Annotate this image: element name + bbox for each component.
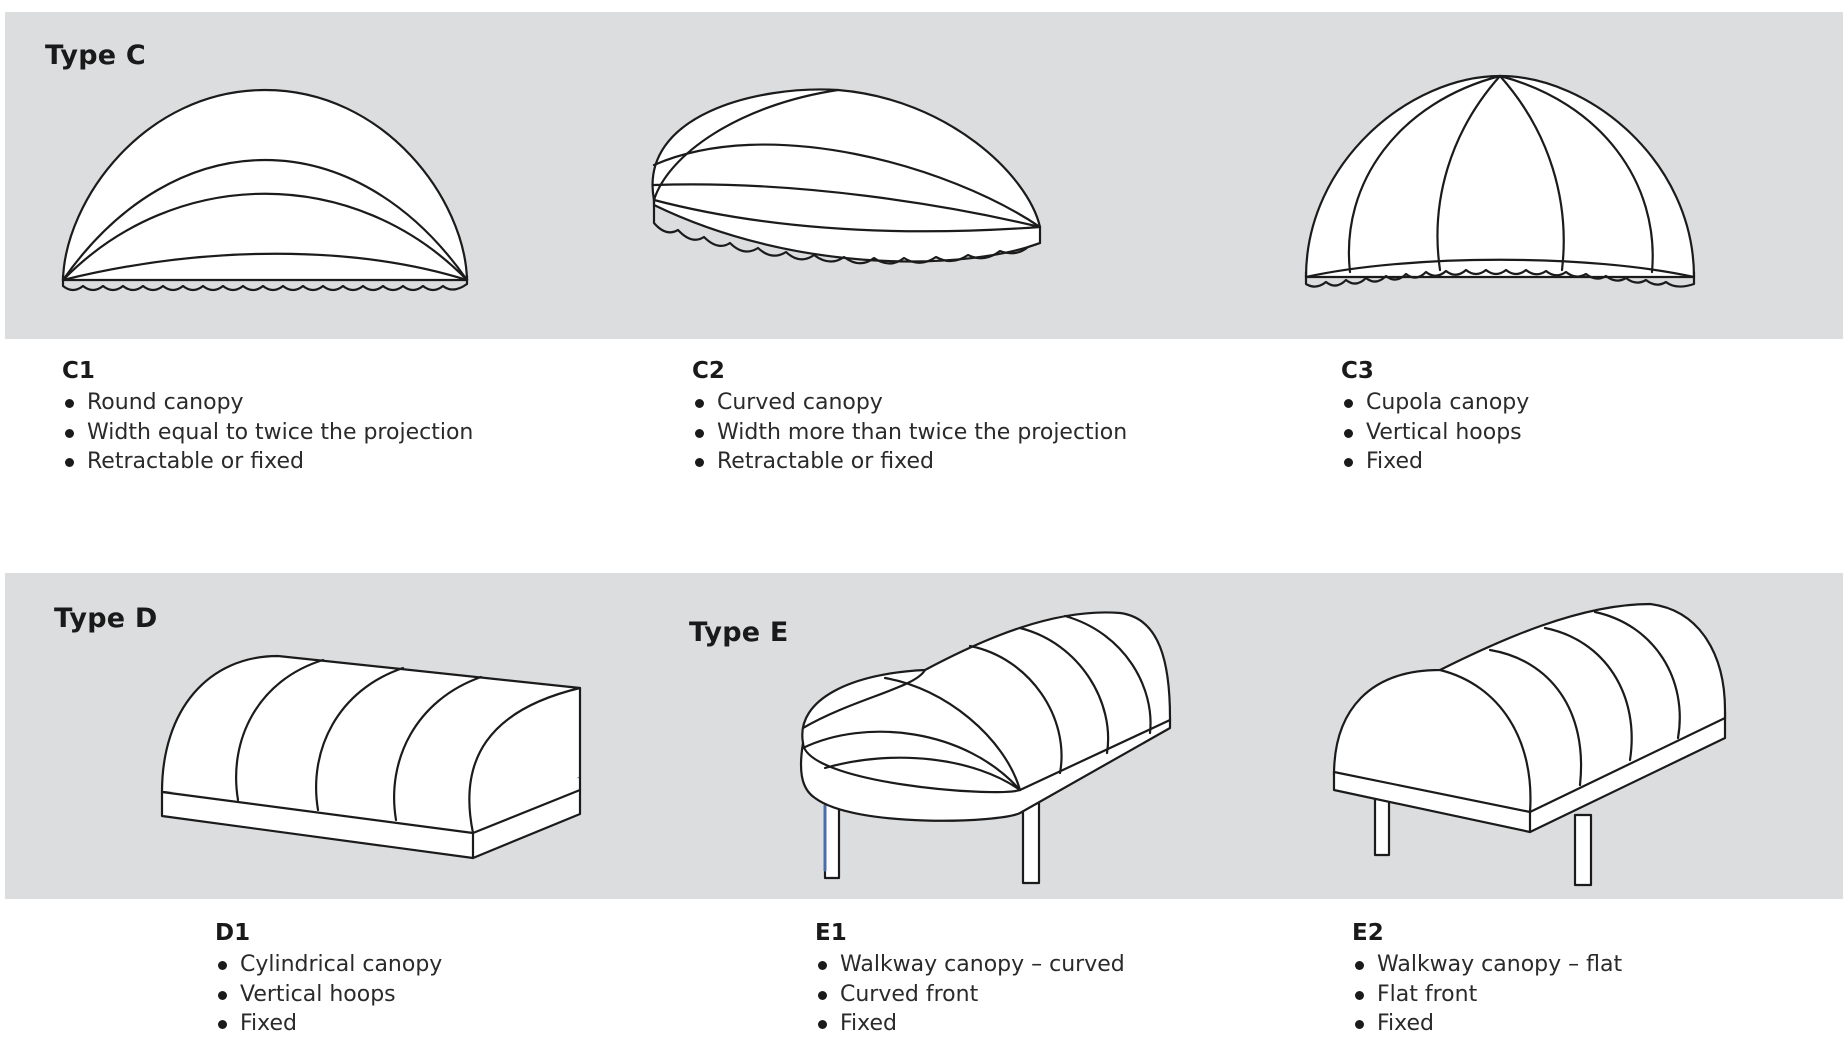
e1-front-rib <box>801 730 1022 792</box>
type-e-heading: Type E <box>689 617 789 648</box>
d1-base-edge <box>471 788 582 835</box>
d1-feature: Fixed <box>215 1009 442 1039</box>
d1-base-edge <box>160 790 475 835</box>
c3-feature: Cupola canopy <box>1341 388 1529 418</box>
e2-walkway-canopy-illustration <box>1332 602 1727 887</box>
e2-base-edge <box>1332 770 1532 814</box>
c2-curved-canopy-illustration <box>651 88 1042 265</box>
c3-hoop <box>1347 74 1502 274</box>
c3-valance <box>1304 268 1696 288</box>
e2-feature-list: Walkway canopy – flat Flat front Fixed <box>1352 950 1622 1039</box>
c1-round-canopy-illustration <box>61 88 469 292</box>
d1-hoop <box>393 675 483 822</box>
c3-caption: C3 Cupola canopy Vertical hoops Fixed <box>1341 358 1529 477</box>
e1-canopy-shell <box>799 611 1172 822</box>
e1-hoop <box>1063 614 1152 735</box>
d1-hoop <box>235 658 325 802</box>
c1-caption: C1 Round canopy Width equal to twice the… <box>62 358 473 477</box>
c2-canopy-shell <box>651 88 1042 263</box>
c2-hoop <box>652 143 1042 229</box>
c2-caption: C2 Curved canopy Width more than twice t… <box>692 358 1127 477</box>
c2-hoop <box>652 88 840 202</box>
e2-post <box>1373 793 1391 857</box>
e1-front-rib <box>823 756 1022 792</box>
c1-valance <box>61 274 469 292</box>
c1-hoop <box>61 158 469 282</box>
c1-hoop <box>61 192 469 282</box>
c1-code: C1 <box>62 358 95 384</box>
c2-feature: Curved canopy <box>692 388 1127 418</box>
c2-code: C2 <box>692 358 725 384</box>
c2-feature: Width more than twice the projection <box>692 418 1127 448</box>
e2-end-arc <box>1438 668 1532 814</box>
e1-base-edge <box>801 718 1172 794</box>
d1-feature-list: Cylindrical canopy Vertical hoops Fixed <box>215 950 442 1039</box>
d1-end-arc <box>468 686 582 835</box>
e2-feature: Walkway canopy – flat <box>1352 950 1622 980</box>
e1-feature: Fixed <box>815 1009 1125 1039</box>
e2-hoop <box>1488 648 1583 787</box>
d1-feature: Vertical hoops <box>215 980 442 1010</box>
c3-feature: Fixed <box>1341 447 1529 477</box>
d1-feature: Cylindrical canopy <box>215 950 442 980</box>
e1-hoop <box>1018 626 1110 755</box>
c3-cupola-canopy-illustration <box>1304 74 1696 288</box>
c3-hoop <box>1304 258 1696 279</box>
c2-hoop <box>652 198 1042 233</box>
e2-code: E2 <box>1352 920 1384 946</box>
e2-hoop <box>1543 626 1633 762</box>
e1-caption: E1 Walkway canopy – curved Curved front … <box>815 920 1125 1039</box>
type-c-heading: Type C <box>45 40 146 71</box>
c3-feature-list: Cupola canopy Vertical hoops Fixed <box>1341 388 1529 477</box>
c1-canopy-shell <box>61 88 469 282</box>
d1-code: D1 <box>215 920 251 946</box>
e2-feature: Flat front <box>1352 980 1622 1010</box>
d1-base-frame <box>160 776 582 860</box>
c3-hoop <box>1498 74 1654 274</box>
e2-caption: E2 Walkway canopy – flat Flat front Fixe… <box>1352 920 1622 1039</box>
c1-feature: Width equal to twice the projection <box>62 418 473 448</box>
e1-front-rib <box>883 676 1022 792</box>
c3-feature: Vertical hoops <box>1341 418 1529 448</box>
c2-feature-list: Curved canopy Width more than twice the … <box>692 388 1127 477</box>
d1-caption: D1 Cylindrical canopy Vertical hoops Fix… <box>215 920 442 1039</box>
type-d-heading: Type D <box>54 603 158 634</box>
c1-feature-list: Round canopy Width equal to twice the pr… <box>62 388 473 477</box>
e1-hoop <box>968 644 1063 775</box>
d1-cylindrical-canopy-illustration <box>160 654 582 860</box>
c3-hoop <box>1498 74 1565 272</box>
e2-base-edge <box>1528 716 1727 814</box>
e2-feature: Fixed <box>1352 1009 1622 1039</box>
d1-hoop <box>315 666 405 812</box>
e1-feature-list: Walkway canopy – curved Curved front Fix… <box>815 950 1125 1039</box>
c1-feature: Round canopy <box>62 388 473 418</box>
e2-hoop <box>1593 610 1681 740</box>
e1-front-rib <box>801 668 927 730</box>
c2-hoop <box>652 183 1042 229</box>
c1-hoop <box>61 252 469 282</box>
e2-post <box>1573 813 1593 887</box>
c2-valance <box>652 195 1042 265</box>
e1-feature: Walkway canopy – curved <box>815 950 1125 980</box>
e1-walkway-canopy-illustration <box>799 611 1172 885</box>
c3-canopy-shell <box>1304 74 1696 279</box>
e1-feature: Curved front <box>815 980 1125 1010</box>
e1-code: E1 <box>815 920 847 946</box>
c2-feature: Retractable or fixed <box>692 447 1127 477</box>
c1-feature: Retractable or fixed <box>62 447 473 477</box>
c3-code: C3 <box>1341 358 1374 384</box>
e1-post <box>1021 801 1041 885</box>
c3-hoop <box>1436 74 1502 272</box>
